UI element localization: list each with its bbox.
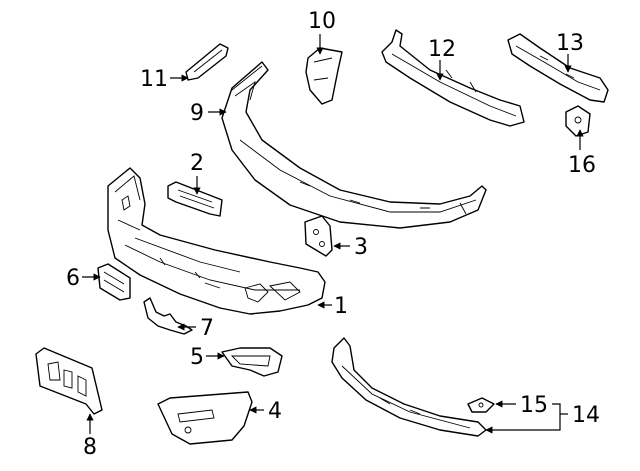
part-15-clip: [467, 397, 495, 413]
callout-15: 15: [520, 393, 548, 418]
part-12-support: [381, 29, 525, 127]
callout-11: 11: [140, 67, 168, 92]
part-16-bracket: [565, 105, 591, 137]
part-14-lower-lip: [331, 337, 487, 437]
callout-10: 10: [308, 9, 336, 34]
leader-lines: [82, 34, 584, 434]
part-13-side-support: [507, 33, 609, 103]
part-5-bezel: [221, 347, 283, 377]
callout-1: 1: [334, 294, 348, 319]
callout-16: 16: [568, 153, 596, 178]
callout-6: 6: [66, 266, 80, 291]
callout-5: 5: [190, 345, 204, 370]
leader-14: [485, 403, 561, 434]
part-2-bracket: [167, 181, 223, 217]
callout-7: 7: [200, 316, 214, 341]
callout-2: 2: [190, 151, 204, 176]
part-7-bracket: [143, 297, 193, 335]
part-1-bumper-cover: [107, 167, 326, 315]
part-8-plate-bracket: [35, 347, 103, 415]
callout-9: 9: [190, 101, 204, 126]
part-9-upper-cover: [221, 61, 487, 229]
callout-8: 8: [83, 435, 97, 460]
callout-3: 3: [354, 235, 368, 260]
callout-4: 4: [268, 399, 282, 424]
callout-14: 14: [572, 403, 600, 428]
part-4-panel: [157, 391, 253, 445]
callout-13: 13: [556, 31, 584, 56]
part-6-side-bracket: [97, 263, 131, 301]
callout-12: 12: [428, 37, 456, 62]
part-11-clip: [185, 43, 229, 81]
part-3-bracket: [304, 215, 333, 257]
part-10-bracket: [305, 47, 343, 105]
